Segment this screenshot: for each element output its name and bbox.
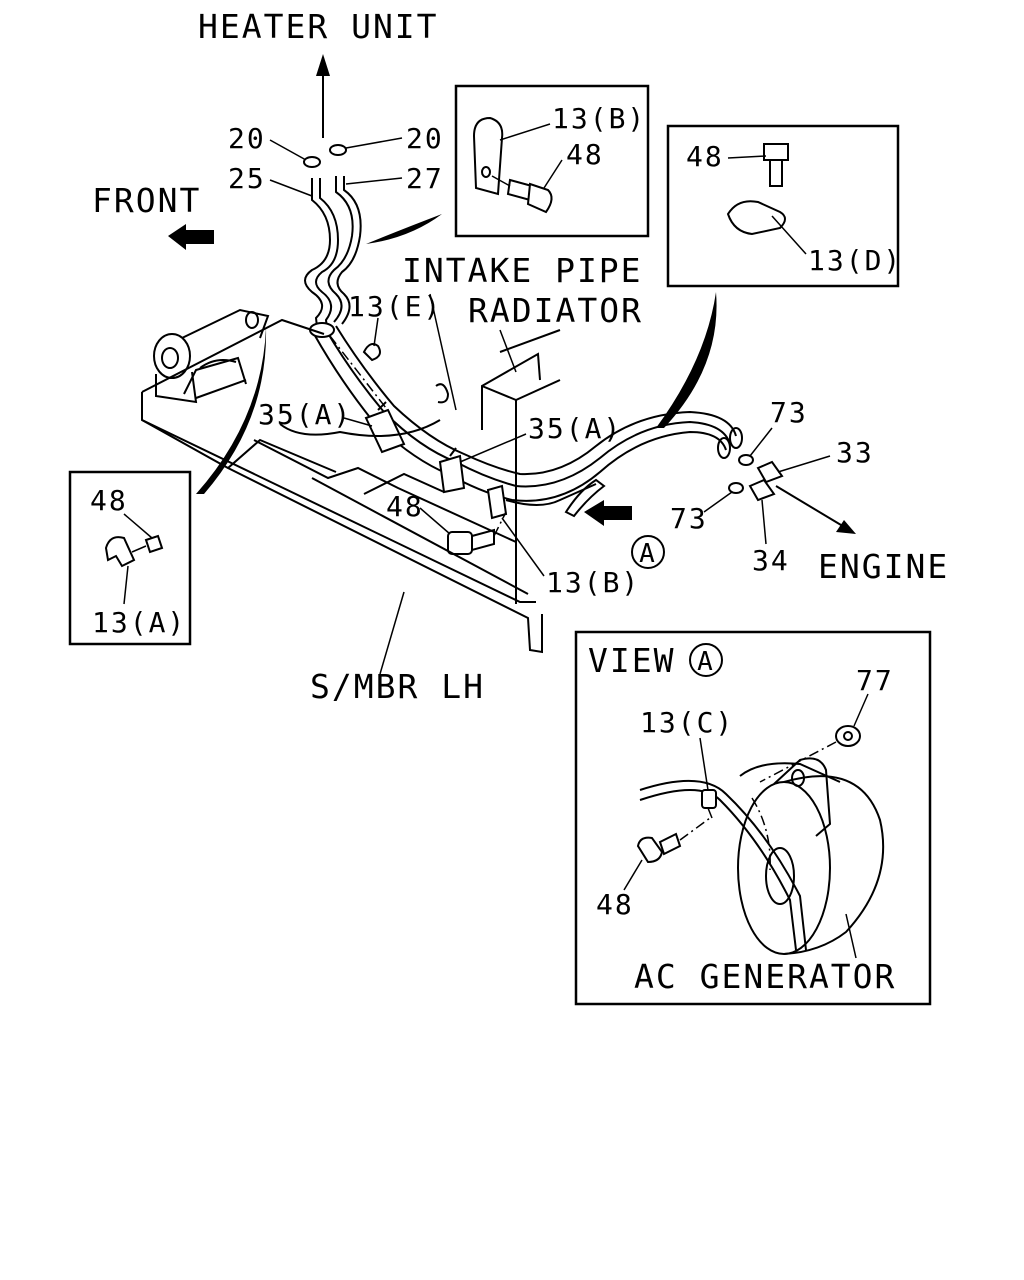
- view-a-label-77: 77: [856, 664, 894, 697]
- engine-label: ENGINE: [818, 547, 949, 586]
- front-label: FRONT: [92, 181, 201, 220]
- part-label-48-main: 48: [386, 490, 424, 523]
- heater-hose-25: [304, 178, 340, 337]
- part-label-33: 33: [836, 436, 874, 469]
- nut-77: [759, 725, 861, 783]
- view-a-arrow-icon: [584, 500, 632, 526]
- part-label-73-bottom: 73: [670, 502, 708, 535]
- view-a-label: VIEW: [588, 641, 675, 680]
- bolt-48-view-a: [636, 817, 711, 864]
- ac-generator: [737, 757, 885, 955]
- clip-73-top: [738, 454, 754, 466]
- part-label-25: 25: [228, 162, 266, 195]
- inset-clip-13a: 48 13(A): [68, 470, 192, 646]
- view-a-label-13c: 13(C): [640, 706, 734, 739]
- inset-clip-13d: 48 13(D): [666, 124, 902, 288]
- heater-unit-arrow-icon: [316, 54, 330, 138]
- clip-13c: [701, 789, 717, 819]
- inset-d-label-48: 48: [686, 140, 724, 173]
- front-arrow-icon: [168, 224, 214, 250]
- inset-a-label-48: 48: [90, 484, 128, 517]
- frame-side-member: [141, 308, 543, 654]
- side-member-lh-label: S/MBR LH: [310, 667, 485, 706]
- part-label-13e: 13(E): [348, 290, 442, 323]
- part-label-27: 27: [406, 162, 444, 195]
- clip-35a-right: [438, 447, 466, 494]
- fitting-33: [756, 460, 784, 484]
- radiator: [435, 329, 561, 604]
- inset-d-label-13d: 13(D): [808, 244, 902, 277]
- intake-pipe-label: INTAKE PIPE: [402, 251, 643, 290]
- clip-73-bottom: [728, 482, 744, 494]
- clip-35a-left: [364, 401, 406, 454]
- fitting-34: [748, 478, 776, 502]
- engine-arrow-icon: [775, 485, 856, 534]
- part-label-73-top: 73: [770, 396, 808, 429]
- leader-swoosh-left: [196, 328, 267, 494]
- heater-hose-27: [327, 176, 362, 325]
- clip-13e: [309, 322, 387, 409]
- heater-unit-label: HEATER UNIT: [198, 7, 439, 46]
- view-a-label-48: 48: [596, 888, 634, 921]
- leader-swoosh-right: [656, 292, 717, 428]
- clip-13b-main: [486, 484, 508, 520]
- view-a-callout-marker: A: [631, 535, 665, 569]
- inset-clip-13b: 13(B) 48: [454, 84, 650, 238]
- view-a-panel: VIEW A: [574, 630, 932, 1006]
- inset-b-label-48: 48: [566, 138, 604, 171]
- part-label-13b-main: 13(B): [546, 566, 640, 599]
- inset-b-label-13b: 13(B): [552, 102, 646, 135]
- hose-clamp-20-left: [303, 156, 321, 168]
- part-label-20-right: 20: [406, 122, 444, 155]
- radiator-label: RADIATOR: [468, 291, 643, 330]
- part-label-35a-right: 35(A): [528, 412, 622, 445]
- hose-clamp-20-right: [329, 144, 347, 156]
- part-label-35a-left: 35(A): [258, 398, 352, 431]
- view-a-marker: A: [697, 647, 715, 677]
- bolt-48-main: [447, 511, 507, 555]
- part-label-20-left: 20: [228, 122, 266, 155]
- svg-text:A: A: [639, 539, 657, 569]
- leader-swoosh-top: [366, 214, 442, 244]
- inset-a-label-13a: 13(A): [92, 606, 186, 639]
- part-label-34: 34: [752, 544, 790, 577]
- ac-generator-label: AC GENERATOR: [634, 957, 896, 996]
